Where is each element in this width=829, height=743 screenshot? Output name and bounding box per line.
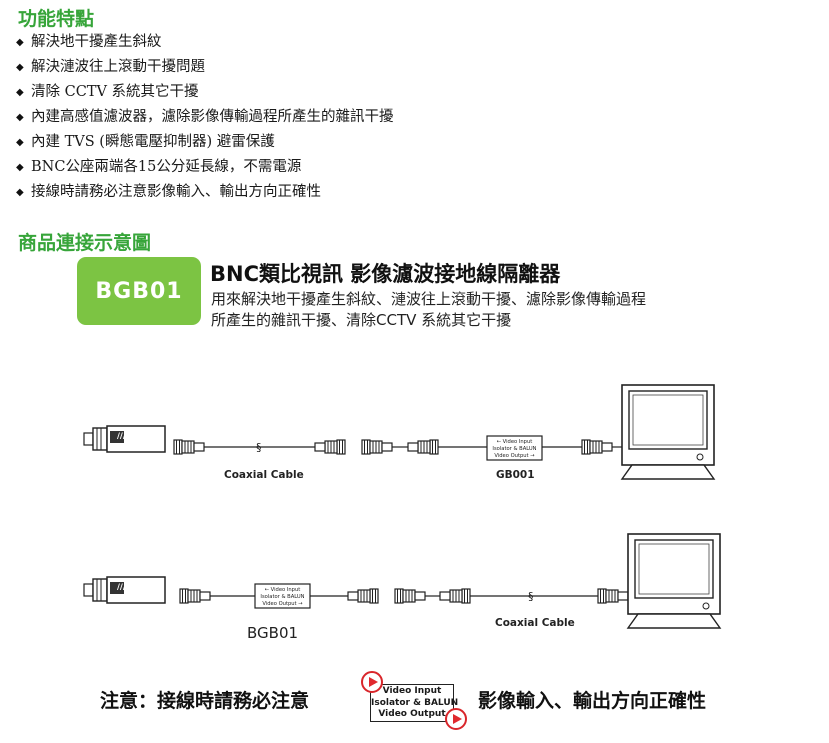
list-item: ◆BNC公座兩端各15公分延長線，不需電源 bbox=[14, 155, 394, 180]
svg-text:Video Output →: Video Output → bbox=[494, 453, 535, 459]
product-title: BNC類比視訊 影像濾波接地線隔離器 bbox=[210, 262, 561, 286]
features-title: 功能特點 bbox=[18, 8, 95, 30]
bnc-connector-icon bbox=[439, 588, 471, 604]
diamond-bullet-icon: ◆ bbox=[16, 87, 24, 98]
bnc-connector-icon bbox=[581, 439, 613, 455]
note-text-left: 注意：接線時請務必注意 bbox=[100, 690, 310, 712]
list-item: ◆接線時請務必注意影像輸入、輸出方向正確性 bbox=[14, 180, 394, 205]
list-item: ◆解決漣波往上滾動干擾問題 bbox=[14, 55, 394, 80]
diamond-bullet-icon: ◆ bbox=[16, 37, 24, 48]
list-item: ◆清除 CCTV 系統其它干擾 bbox=[14, 80, 394, 105]
camera-icon: /// bbox=[83, 425, 166, 453]
device-label: BGB01 bbox=[247, 624, 298, 642]
cable-label: Coaxial Cable bbox=[495, 617, 575, 629]
camera-icon: /// bbox=[83, 576, 166, 604]
monitor-icon bbox=[621, 384, 715, 480]
list-item: ◆解決地干擾產生斜紋 bbox=[14, 30, 394, 55]
cable-break-icon: § bbox=[528, 590, 534, 603]
diamond-bullet-icon: ◆ bbox=[16, 162, 24, 173]
isolator-box bbox=[486, 435, 543, 461]
bnc-connector-icon bbox=[361, 439, 393, 455]
cable-break-icon: § bbox=[256, 441, 262, 454]
diamond-bullet-icon: ◆ bbox=[16, 137, 24, 148]
device-label: GB001 bbox=[496, 469, 535, 481]
list-item: ◆內建 TVS (瞬態電壓抑制器) 避雷保護 bbox=[14, 130, 394, 155]
note-text-right: 影像輸入、輸出方向正確性 bbox=[478, 690, 707, 712]
svg-text:Isolator & BALUN: Isolator & BALUN bbox=[492, 446, 536, 452]
svg-text:Video Output →: Video Output → bbox=[262, 601, 303, 607]
bnc-connector-icon bbox=[407, 439, 439, 455]
bnc-connector-icon bbox=[597, 588, 629, 604]
isolator-label-box: Video Input Isolator & BALUN Video Outpu… bbox=[370, 684, 458, 722]
output-arrow-icon bbox=[445, 708, 467, 730]
bnc-connector-icon bbox=[347, 588, 379, 604]
input-arrow-icon bbox=[361, 671, 383, 693]
svg-text:Isolator & BALUN: Isolator & BALUN bbox=[260, 594, 304, 600]
isolator-box bbox=[254, 583, 311, 609]
feature-list: ◆解決地干擾產生斜紋 ◆解決漣波往上滾動干擾問題 ◆清除 CCTV 系統其它干擾… bbox=[14, 30, 394, 205]
bnc-connector-icon bbox=[394, 588, 426, 604]
product-description: 用來解決地干擾產生斜紋、漣波往上滾動干擾、濾除影像傳輸過程 所產生的雜訊干擾、清… bbox=[211, 290, 647, 329]
diagram-1: /// § ← Video Input Isolator & BALUN Vid… bbox=[83, 384, 715, 481]
diagram-section-title: 商品連接示意圖 bbox=[18, 232, 152, 254]
cable-label: Coaxial Cable bbox=[224, 469, 304, 481]
bnc-connector-icon bbox=[314, 439, 346, 455]
diamond-bullet-icon: ◆ bbox=[16, 62, 24, 73]
model-badge: BGB01 bbox=[77, 257, 201, 325]
svg-text:← Video Input: ← Video Input bbox=[265, 587, 301, 593]
svg-text:///: /// bbox=[117, 432, 126, 441]
diamond-bullet-icon: ◆ bbox=[16, 187, 24, 198]
diagram-2: /// ← Video Input Isolator & BALUN Video… bbox=[83, 533, 721, 642]
svg-text:← Video Input: ← Video Input bbox=[497, 439, 533, 445]
list-item: ◆內建高感值濾波器，濾除影像傳輸過程所產生的雜訊干擾 bbox=[14, 105, 394, 130]
bnc-connector-icon bbox=[179, 588, 211, 604]
bnc-connector-icon bbox=[173, 439, 205, 455]
diamond-bullet-icon: ◆ bbox=[16, 112, 24, 123]
monitor-icon bbox=[627, 533, 721, 629]
svg-text:///: /// bbox=[117, 583, 126, 592]
